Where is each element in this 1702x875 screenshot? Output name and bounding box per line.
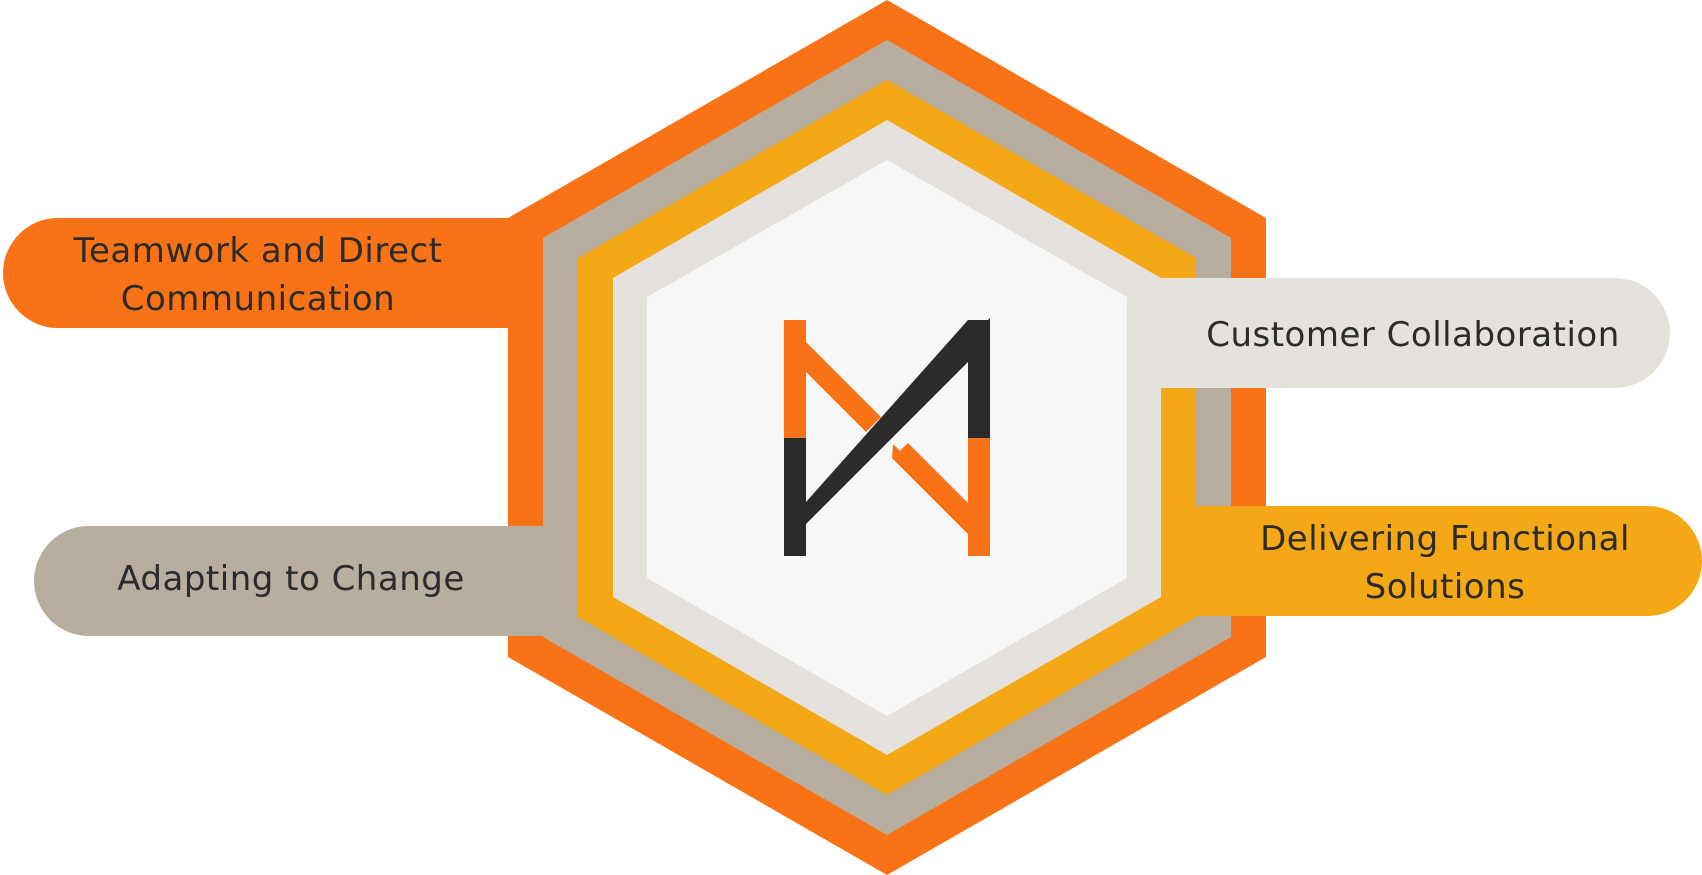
pill-teamwork-line2: Communication <box>121 279 395 319</box>
pill-adapting-label: Adapting to Change <box>117 559 465 599</box>
logo-main-diagonal-top <box>806 320 990 524</box>
pill-adapting-shape <box>34 526 543 636</box>
logo-main-diagonal <box>784 318 990 556</box>
pill-delivering-line2: Solutions <box>1365 567 1526 607</box>
pill-customer-shape <box>1127 278 1670 388</box>
pill-adapting: Adapting to Change <box>34 526 543 636</box>
pill-delivering-line1: Delivering Functional <box>1260 519 1630 559</box>
logo-upper-arm <box>784 320 881 432</box>
logo-right-bar-dark <box>968 320 990 438</box>
pill-teamwork-line1: Teamwork and Direct <box>72 231 442 271</box>
pill-customer: Customer Collaboration <box>1127 278 1670 388</box>
pill-customer-label: Customer Collaboration <box>1206 315 1620 355</box>
bowtie-logo-icon <box>784 318 990 556</box>
pill-delivering-shape <box>1161 506 1702 616</box>
pill-teamwork: Teamwork and Direct Communication <box>3 218 520 328</box>
logo-lower-arm-fill <box>892 443 990 556</box>
pill-teamwork-shape <box>3 218 520 328</box>
pill-delivering: Delivering Functional Solutions <box>1161 506 1702 616</box>
